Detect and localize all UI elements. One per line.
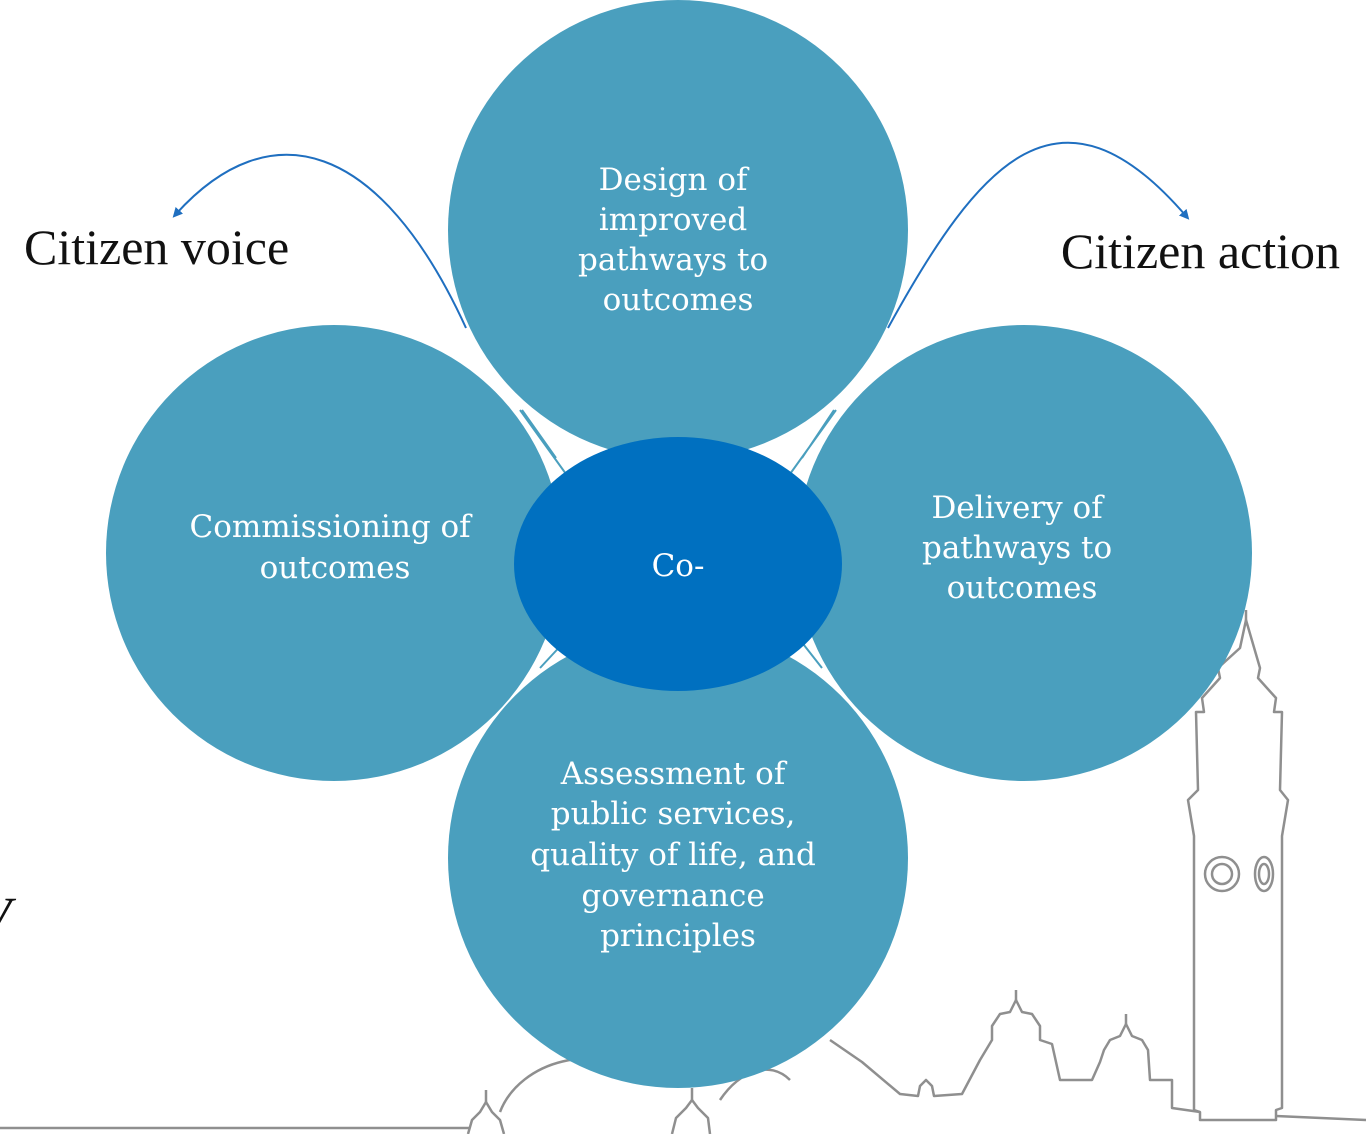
clock-face-side-outline [1253,855,1275,893]
petal-top-line: Design of [599,162,750,198]
petal-bottom-line: principles [600,918,756,954]
petal-left-line: Commissioning of [189,509,473,545]
petal-top-line: outcomes [603,282,754,318]
petal-right-text: Delivery of pathways to outcomes [922,490,1122,606]
petal-bottom-line: public services, [551,796,796,832]
petal-right-line: outcomes [947,570,1098,606]
petal-left-line: outcomes [260,550,411,586]
petal-bottom-line: Assessment of [560,756,788,792]
petal-left-text: Commissioning of outcomes [189,509,480,586]
petal-top-line: pathways to [578,242,768,278]
clock-tower-outline [1186,618,1290,1122]
ground-line-right [1275,1114,1366,1122]
petal-bottom-line: quality of life, and [530,837,816,873]
citizen-voice-arrow [172,153,467,329]
skyline-outline [0,610,1366,1134]
center-label: Co- [652,548,705,584]
petal-right-circle [796,325,1252,781]
citizen-voice-label: Citizen voice [24,219,289,275]
citizen-action-label: Citizen action [1061,223,1340,279]
petal-bottom-circle [448,628,908,1088]
petal-top-text: Design of improved pathways to outcomes [578,162,778,318]
petal-top-circle [448,0,908,460]
petal-right-line: Delivery of [931,490,1105,526]
petal-left-circle [106,325,562,781]
petal-top-line: improved [599,202,747,238]
petal-right-line: pathways to [922,530,1112,566]
citizen-action-arrow [887,141,1190,329]
petal-bottom-text: Assessment of public services, quality o… [530,756,825,954]
partial-letter-fragment: V [0,886,17,946]
center-ellipse [514,437,842,691]
clock-face-outline [1203,855,1241,893]
rooftops-outline [829,998,1201,1114]
petal-bottom-line: governance [581,878,764,914]
